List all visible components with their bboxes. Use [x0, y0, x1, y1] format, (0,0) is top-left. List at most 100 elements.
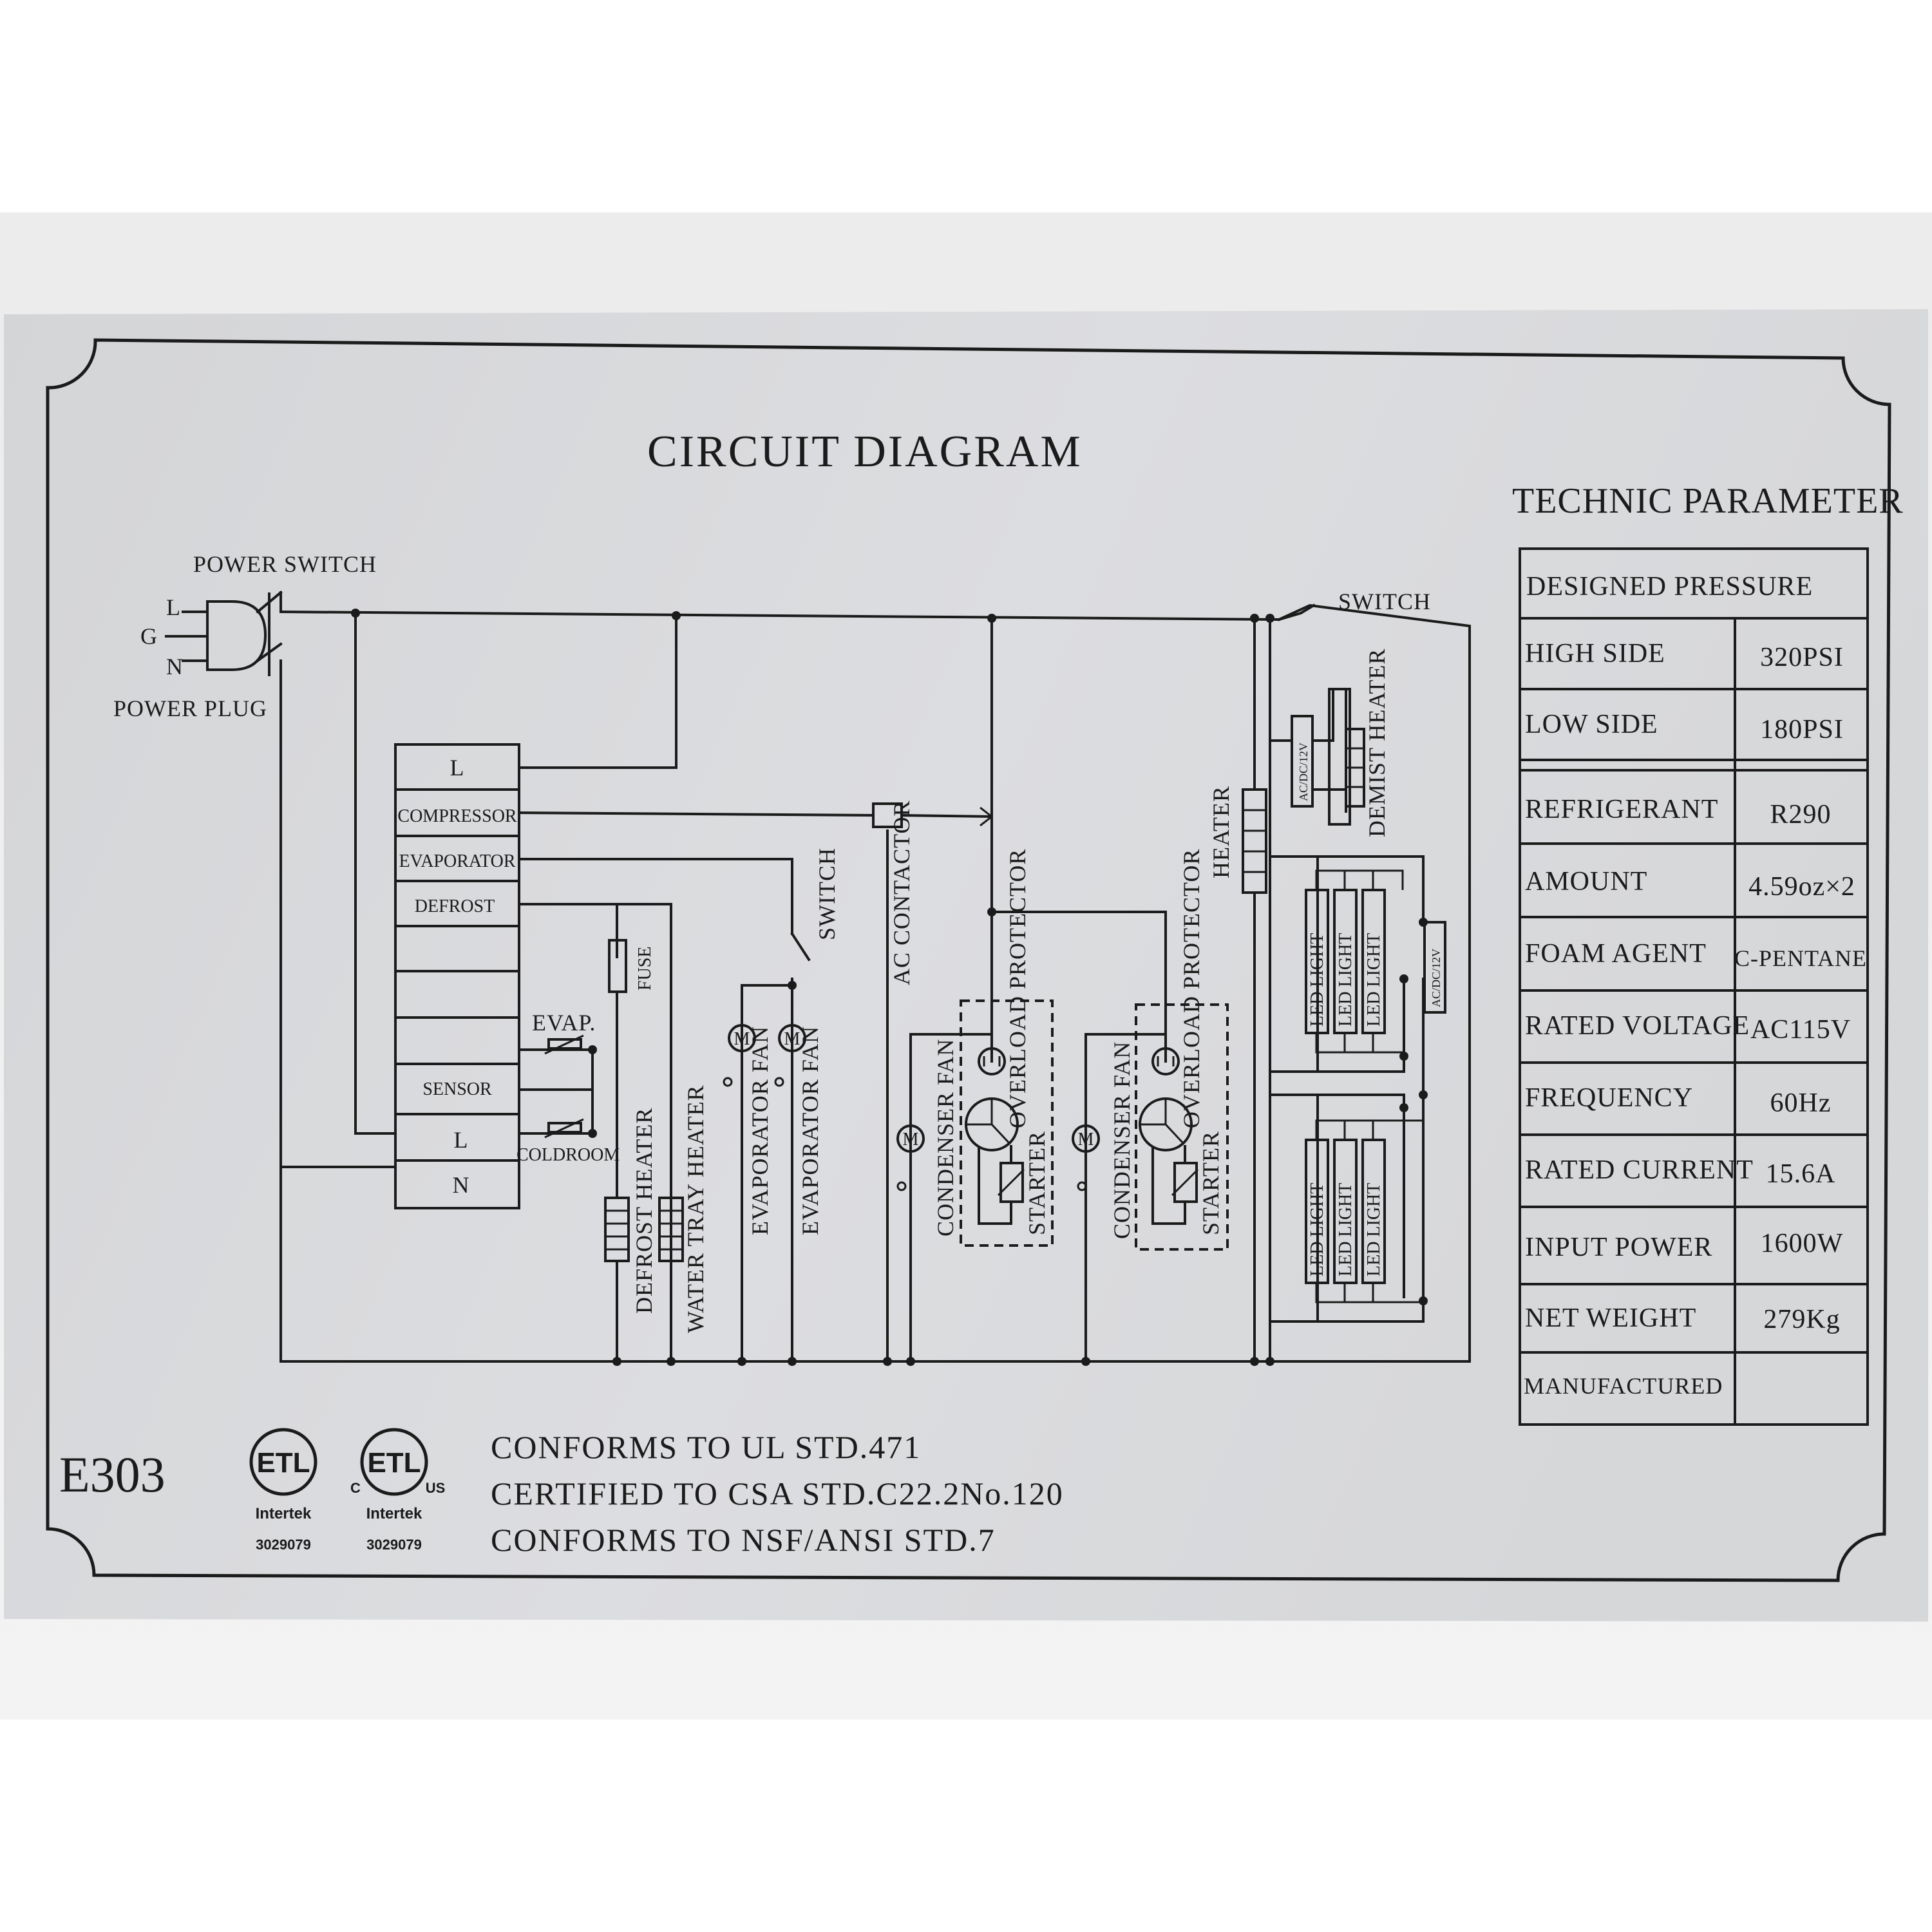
- led-light-label: LED LIGHT: [1364, 933, 1384, 1027]
- parameter-label: NET WEIGHT: [1525, 1303, 1696, 1333]
- starter-label: STARTER: [1198, 1131, 1224, 1235]
- led-light-label: LED LIGHT: [1336, 1183, 1356, 1276]
- starter-label: STARTER: [1024, 1131, 1050, 1235]
- overload-label: OVERLOAD PROTECTOR: [1005, 849, 1030, 1128]
- power-plug-icon: [206, 600, 267, 671]
- parameter-label: LOW SIDE: [1525, 710, 1658, 739]
- certification-line: CONFORMS TO NSF/ANSI STD.7: [491, 1522, 996, 1558]
- etl-suffix: US: [426, 1480, 446, 1496]
- led-light-label: LED LIGHT: [1364, 1183, 1384, 1276]
- parameter-label: HIGH SIDE: [1525, 639, 1665, 668]
- led-light-label: LED LIGHT: [1336, 933, 1356, 1027]
- parameter-value: 1600W: [1761, 1229, 1844, 1258]
- c-etl-us-listed-mark: ETL C US Intertek 3029079: [350, 1428, 446, 1553]
- led-driver-label: AC/DC/12V: [1430, 949, 1443, 1007]
- condenser-fan-motor-icon: [1072, 1124, 1100, 1153]
- power-plug-label: POWER PLUG: [113, 696, 267, 721]
- ac-contactor-icon: [872, 802, 903, 828]
- condenser-fan-label: CONDENSER FAN: [933, 1039, 958, 1236]
- top-switch-label: SWITCH: [1338, 589, 1431, 614]
- parameter-value: AC115V: [1750, 1015, 1851, 1045]
- parameter-value: 320PSI: [1760, 643, 1844, 672]
- parameter-value: R290: [1770, 800, 1831, 829]
- compressor-protector-group: [960, 999, 1054, 1247]
- fuse-icon: [608, 939, 627, 993]
- parameter-label: INPUT POWER: [1525, 1233, 1712, 1262]
- demist-heater-label: DEMIST HEATER: [1364, 649, 1390, 837]
- controller-row-label: EVAPORATOR: [399, 851, 515, 871]
- evaporator-fan: M EVAPORATOR FAN: [774, 1024, 823, 1235]
- overload-protector-icon: [978, 1047, 1006, 1075]
- parameter-value: 60Hz: [1770, 1088, 1832, 1118]
- heater-label: HEATER: [1208, 786, 1234, 878]
- etl-mark-icon: [249, 1428, 317, 1496]
- temperature-sensors: EVAP. COLDROOM: [516, 1010, 620, 1165]
- etl-mark-letters: ETL: [367, 1447, 421, 1479]
- evaporator-fan-label: EVAPORATOR FAN: [797, 1026, 823, 1235]
- controller-terminal-block: L COMPRESSOR EVAPORATOR DEFROST SENSOR L…: [394, 743, 520, 1209]
- etl-listed-mark: ETL Intertek 3029079: [249, 1428, 317, 1553]
- defrost-heater-label: DEFROST HEATER: [631, 1108, 657, 1314]
- fuse-label: FUSE: [635, 947, 655, 990]
- etl-mark-letters: ETL: [256, 1447, 310, 1479]
- certification-statements: CONFORMS TO UL STD.471 CERTIFIED TO CSA …: [491, 1429, 1063, 1558]
- junction-dots: [351, 609, 1428, 1366]
- etl-company: Intertek: [256, 1505, 312, 1522]
- parameter-label: RATED VOLTAGE: [1525, 1011, 1750, 1041]
- ac-contactor-label: AC CONTACTOR: [889, 800, 914, 985]
- ac-contactor: AC CONTACTOR: [872, 800, 992, 985]
- water-tray-heater: WATER TRAY HEATER: [658, 1084, 708, 1333]
- motor-symbol: M: [784, 1029, 800, 1049]
- controller-row-label: DEFROST: [415, 896, 495, 916]
- power-switch-label: POWER SWITCH: [193, 551, 377, 577]
- etl-number: 3029079: [366, 1537, 422, 1553]
- condenser-unit: M CONDENSER FAN OVERLOAD PROTECTOR START…: [1072, 849, 1229, 1251]
- neutral-terminal-label: N: [166, 654, 184, 679]
- heater: HEATER: [1208, 786, 1267, 894]
- evap-sensor-icon: [547, 1038, 582, 1050]
- heater-icon: [1242, 788, 1267, 894]
- metal-plate: [4, 309, 1928, 1622]
- etl-company: Intertek: [366, 1505, 422, 1522]
- power-switch: POWER SWITCH L G N POWER PLUG: [113, 551, 377, 721]
- parameter-value: 4.59oz×2: [1748, 872, 1855, 902]
- controller-row-label: N: [453, 1172, 470, 1198]
- water-tray-heater-label: WATER TRAY HEATER: [683, 1084, 708, 1333]
- fuse: FUSE: [608, 939, 655, 993]
- controller-row-label: L: [450, 755, 465, 781]
- plate-border: [46, 338, 1891, 1582]
- led-light-array: LED LIGHT LED LIGHT LED LIGHT LED LIGHT …: [1305, 869, 1446, 1303]
- condenser-unit: M CONDENSER FAN OVERLOAD PROTECTOR START…: [896, 849, 1054, 1247]
- controller-row-label: L: [454, 1127, 469, 1153]
- demist-heater-element: [1328, 688, 1351, 826]
- defrost-heater-icon: [604, 1197, 630, 1262]
- water-tray-heater-icon: [658, 1197, 684, 1262]
- line-terminal-label: L: [166, 594, 181, 620]
- parameter-table-title: TECHNIC PARAMETER: [1512, 481, 1904, 521]
- c-etl-us-mark-icon: [360, 1428, 428, 1496]
- parameter-label: FREQUENCY: [1525, 1083, 1693, 1113]
- led-light-label: LED LIGHT: [1307, 1183, 1327, 1276]
- motor-icon: [728, 1024, 756, 1052]
- coldroom-sensor-label: COLDROOM: [516, 1145, 620, 1165]
- diagram-title: CIRCUIT DIAGRAM: [647, 427, 1083, 477]
- parameter-value: 180PSI: [1760, 715, 1844, 744]
- motor-symbol: M: [734, 1029, 750, 1049]
- evaporator-switch: SWITCH: [790, 848, 840, 961]
- parameter-value: C-PENTANE: [1734, 945, 1867, 971]
- coldroom-sensor-icon: [547, 1122, 582, 1133]
- evaporator-fan: M EVAPORATOR FAN: [723, 1024, 773, 1235]
- controller-row-label: SENSOR: [422, 1079, 492, 1099]
- certification-line: CONFORMS TO UL STD.471: [491, 1429, 921, 1465]
- evaporator-fan-label: EVAPORATOR FAN: [747, 1026, 773, 1235]
- condenser-fan-label: CONDENSER FAN: [1109, 1041, 1135, 1239]
- controller-row-label: COMPRESSOR: [397, 806, 517, 826]
- led-driver-box: [1423, 921, 1446, 1014]
- etl-number: 3029079: [256, 1537, 311, 1553]
- etl-prefix: C: [350, 1480, 361, 1496]
- parameter-value: 279Kg: [1763, 1305, 1840, 1334]
- parameter-label: DESIGNED PRESSURE: [1526, 572, 1813, 601]
- parameter-table: DESIGNED PRESSURE HIGH SIDE 320PSI LOW S…: [1519, 547, 1869, 1426]
- overload-label: OVERLOAD PROTECTOR: [1179, 849, 1204, 1128]
